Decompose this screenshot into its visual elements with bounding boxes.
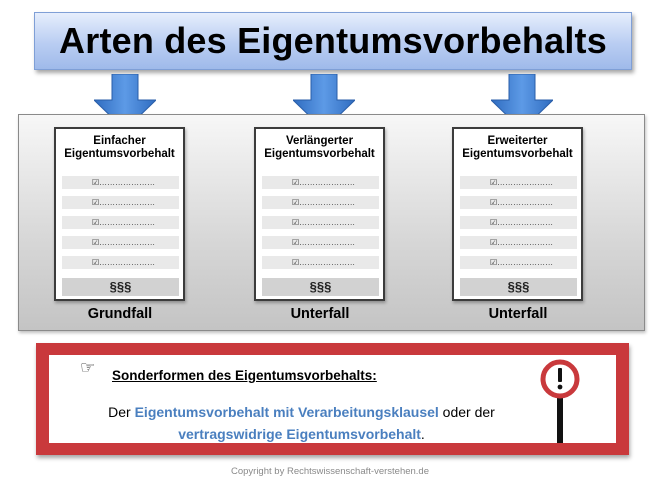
highlight-verarbeitungsklausel: Eigentumsvorbehalt mit Verarbeitungsklau… [134, 404, 439, 420]
section-symbol: §§§ [460, 278, 577, 296]
special-forms-box: ☞ Sonderformen des Eigentumsvorbehalts: … [36, 343, 629, 455]
card-title: Erweiterter Eigentumsvorbehalt [462, 135, 573, 160]
checklist-item: ☑………………… [460, 256, 577, 269]
checklist-item: ☑………………… [262, 236, 379, 249]
checklist-item: ☑………………… [460, 176, 577, 189]
title-banner: Arten des Eigentumsvorbehalts [34, 12, 632, 70]
copyright-text: Copyright by Rechtswissenschaft-verstehe… [230, 466, 429, 477]
checklist-item: ☑………………… [62, 256, 179, 269]
checklist-item: ☑………………… [62, 236, 179, 249]
document-card-einfacher: Einfacher Eigentumsvorbehalt ☑………………… ☑…… [54, 127, 185, 301]
section-symbol: §§§ [62, 278, 179, 296]
checklist-item: ☑………………… [460, 236, 577, 249]
diagram-title: Arten des Eigentumsvorbehalts [59, 20, 607, 61]
exclamation-sign-icon [540, 359, 580, 443]
text-fragment: Der [108, 404, 135, 420]
text-fragment: oder der [438, 404, 495, 420]
text-fragment: . [420, 426, 425, 442]
checklist-item: ☑………………… [262, 256, 379, 269]
special-forms-heading: Sonderformen des Eigentumsvorbehalts: [112, 368, 377, 383]
checklist-item: ☑………………… [62, 216, 179, 229]
pointing-hand-icon: ☞ [80, 358, 96, 377]
special-forms-content: ☞ Sonderformen des Eigentumsvorbehalts: … [49, 355, 616, 443]
case-label-unterfall: Unterfall [488, 306, 548, 322]
checklist-item: ☑………………… [62, 196, 179, 209]
card-title: Einfacher Eigentumsvorbehalt [64, 135, 175, 160]
case-label-grundfall: Grundfall [87, 306, 153, 322]
checklist-item: ☑………………… [460, 196, 577, 209]
checklist-item: ☑………………… [62, 176, 179, 189]
document-card-erweiterter: Erweiterter Eigentumsvorbehalt ☑………………… … [452, 127, 583, 301]
highlight-vertragswidrig: vertragswidrige Eigentumsvorbehalt [178, 426, 421, 442]
checklist-item: ☑………………… [262, 216, 379, 229]
case-label-unterfall: Unterfall [290, 306, 350, 322]
document-card-verlaengerter: Verlängerter Eigentumsvorbehalt ☑…………………… [254, 127, 385, 301]
special-forms-line-1: Der Eigentumsvorbehalt mit Verarbeitungs… [49, 404, 554, 420]
checklist-item: ☑………………… [460, 216, 577, 229]
section-symbol: §§§ [262, 278, 379, 296]
card-title: Verlängerter Eigentumsvorbehalt [264, 135, 375, 160]
checklist-item: ☑………………… [262, 176, 379, 189]
checklist-item: ☑………………… [262, 196, 379, 209]
special-forms-line-2: vertragswidrige Eigentumsvorbehalt. [49, 426, 554, 442]
